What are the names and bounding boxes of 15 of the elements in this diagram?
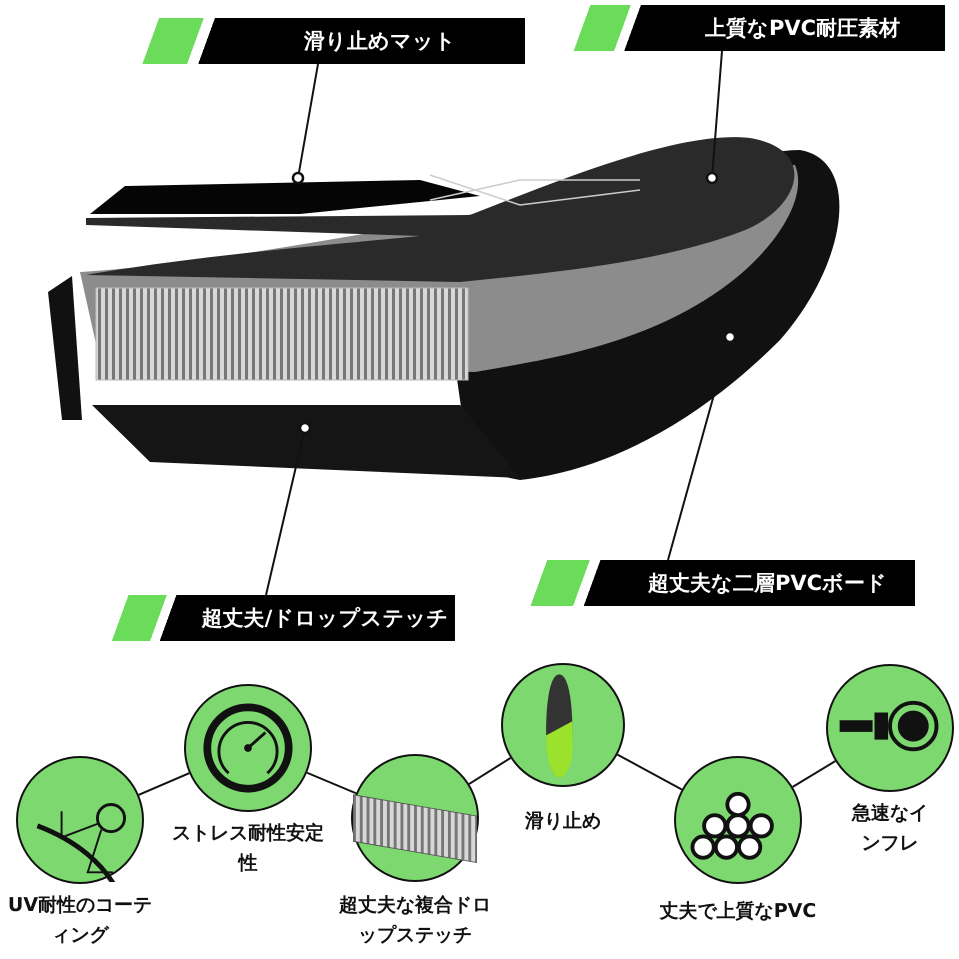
feature-label: ストレス耐性安定性	[171, 821, 325, 876]
feature-label: UV耐性のコーティング	[6, 893, 154, 948]
leader-line	[667, 330, 736, 560]
feature-label: 滑り止め	[524, 809, 602, 834]
feature-label: 急速なインフレ	[850, 801, 929, 856]
connector-line	[792, 760, 836, 788]
feature-label: 丈夫で上質なPVC	[658, 899, 818, 924]
connector-line	[138, 772, 190, 796]
leader-line	[292, 64, 319, 184]
connector-line	[468, 757, 512, 785]
leader-line	[706, 50, 723, 184]
connector-line	[306, 772, 356, 794]
connector-line	[617, 754, 682, 790]
leader-line	[265, 422, 312, 596]
feature-label: 超丈夫な複合ドロップステッチ	[338, 893, 492, 948]
